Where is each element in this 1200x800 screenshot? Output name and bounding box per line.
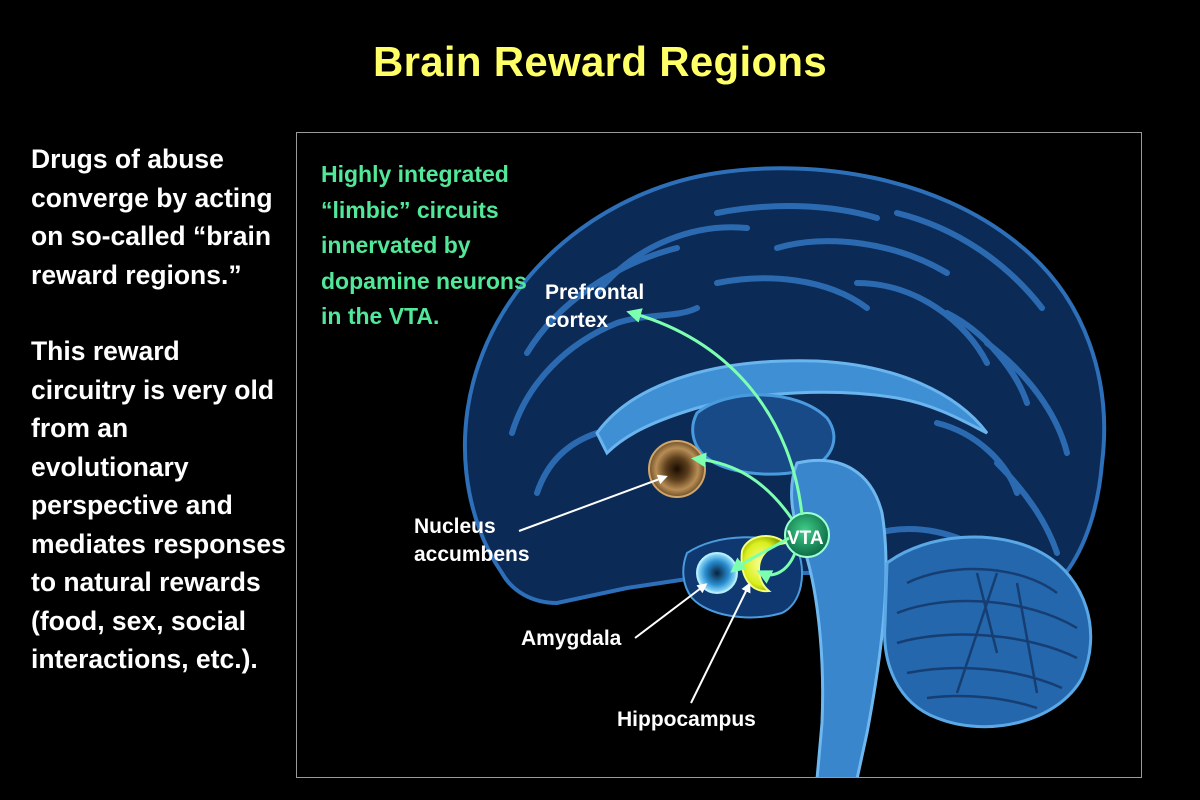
arrow-vta-to-hippocampus xyxy=(756,552,797,584)
nucleus-accumbens xyxy=(648,440,706,498)
arrow-vta-to-nucleus xyxy=(691,452,794,520)
label-nucleus-line1: Nucleus xyxy=(414,515,496,538)
arrow-vta-to-amygdala xyxy=(730,536,790,573)
brain-illustration xyxy=(462,166,1107,777)
paragraph-drugs: Drugs of abuse converge by acting on so-… xyxy=(31,144,273,290)
label-vta: VTA xyxy=(787,528,824,549)
amygdala xyxy=(696,552,738,594)
label-prefrontal-line1: Prefrontal xyxy=(545,281,645,304)
cerebellum-folia xyxy=(896,567,1078,710)
label-prefrontal-cortex: Prefrontal cortex xyxy=(545,279,644,335)
label-pointers xyxy=(518,474,751,704)
figure-caption: Highly integrated “limbic” circuits inne… xyxy=(321,161,527,329)
pointer-nucleus xyxy=(518,474,668,532)
dopamine-arrows xyxy=(626,308,804,584)
paragraph-circuitry: This reward circuitry is very old from a… xyxy=(31,336,286,674)
arrow-vta-to-prefrontal xyxy=(626,308,804,516)
pointer-hippocampus xyxy=(690,582,751,704)
left-text-block: Drugs of abuse converge by acting on so-… xyxy=(31,140,291,679)
label-prefrontal-line2: cortex xyxy=(545,309,609,332)
label-hippocampus: Hippocampus xyxy=(617,708,756,731)
label-nucleus-accumbens: Nucleus accumbens xyxy=(414,513,530,569)
brain-figure: Highly integrated “limbic” circuits inne… xyxy=(296,132,1142,778)
vta xyxy=(784,512,830,558)
corpus-callosum xyxy=(595,359,989,456)
hippocampus xyxy=(740,535,788,593)
cortex-folds xyxy=(509,203,1070,556)
slide-title: Brain Reward Regions xyxy=(372,38,828,85)
pointer-amygdala xyxy=(634,583,708,639)
label-nucleus-line2: accumbens xyxy=(414,543,530,566)
brainstem xyxy=(790,458,888,777)
label-amygdala: Amygdala xyxy=(521,627,622,650)
